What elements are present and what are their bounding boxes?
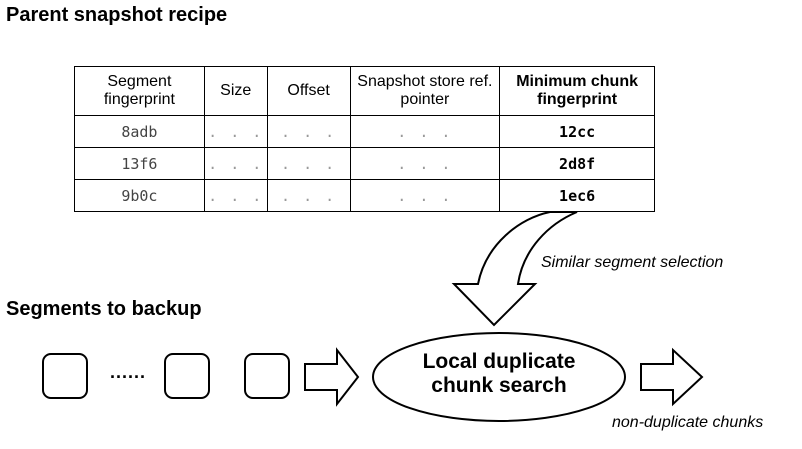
header-store-pointer: Snapshot store ref. pointer <box>349 66 501 116</box>
cell-fingerprint: 9b0c <box>74 179 205 212</box>
search-node-line-1: Local duplicate <box>422 350 576 373</box>
recipe-table: Segment fingerprint Size Offset Snapshot… <box>74 66 655 212</box>
cell-size: . . . <box>203 147 268 180</box>
local-duplicate-search-node <box>372 332 626 422</box>
cell-pointer: . . . <box>349 115 501 148</box>
search-node-label: Local duplicate chunk search <box>372 350 626 398</box>
cell-min-chunk: 1ec6 <box>499 179 655 212</box>
header-segment-fingerprint: Segment fingerprint <box>74 66 205 116</box>
output-block-arrow <box>640 347 704 407</box>
cell-min-chunk: 2d8f <box>499 147 655 180</box>
cell-fingerprint: 13f6 <box>74 147 205 180</box>
cell-min-chunk: 12cc <box>499 115 655 148</box>
segments-title: Segments to backup <box>6 298 202 320</box>
segment-box <box>164 353 210 399</box>
similar-selection-label: Similar segment selection <box>541 254 724 271</box>
cell-offset: . . . <box>266 179 351 212</box>
recipe-header-row: Segment fingerprint Size Offset Snapshot… <box>74 66 655 116</box>
segment-box <box>42 353 88 399</box>
cell-offset: . . . <box>266 147 351 180</box>
similar-selection-arrow <box>451 211 578 327</box>
search-node-line-2: chunk search <box>431 374 567 397</box>
header-offset: Offset <box>266 66 351 116</box>
cell-pointer: . . . <box>349 147 501 180</box>
segment-ellipsis: ...... <box>110 362 147 382</box>
segment-box <box>244 353 290 399</box>
cell-size: . . . <box>203 115 268 148</box>
recipe-title: Parent snapshot recipe <box>6 4 228 26</box>
table-row: 8adb . . . . . . . . . 12cc <box>74 115 655 148</box>
table-row: 13f6 . . . . . . . . . 2d8f <box>74 147 655 180</box>
cell-pointer: . . . <box>349 179 501 212</box>
table-row: 9b0c . . . . . . . . . 1ec6 <box>74 179 655 212</box>
non-duplicate-label: non-duplicate chunks <box>612 414 764 431</box>
cell-fingerprint: 8adb <box>74 115 205 148</box>
input-block-arrow <box>304 347 360 407</box>
header-min-chunk-fingerprint: Minimum chunk fingerprint <box>499 66 655 116</box>
